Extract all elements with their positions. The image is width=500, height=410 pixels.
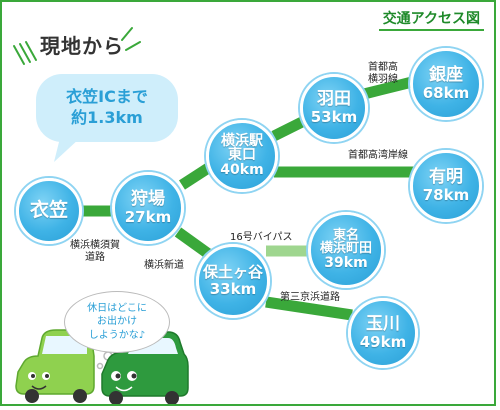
node-distance: 78km (422, 185, 470, 204)
node-distance: 33km (209, 279, 257, 298)
route-label-line: 横羽線 (368, 74, 398, 85)
route-label-line: 首都高 (368, 62, 398, 73)
route-label-line: 横浜横須賀 (70, 240, 120, 251)
origin-bubble: 衣笠ICまで 約1.3km (36, 74, 178, 142)
origin-bubble-line: 衣笠ICまで (66, 87, 148, 107)
node-distance: 68km (422, 83, 470, 102)
node-tamagawa: 玉川 49km (348, 298, 418, 368)
road-shinto (174, 227, 214, 260)
node-hodogaya: 保土ヶ谷 33km (196, 244, 270, 318)
thought-bubble: 休日はどこに お出かけ しようかな♪ (64, 291, 170, 353)
node-ginza: 銀座 68km (410, 48, 482, 120)
accent-line (13, 45, 25, 65)
node-ariake: 有明 78km (410, 150, 482, 222)
route-lines (13, 27, 416, 404)
accent-line (121, 27, 133, 41)
node-name: 保土ヶ谷 (202, 262, 263, 281)
node-name: 東口 (228, 147, 256, 164)
route-label-line: 道路 (85, 252, 105, 263)
thought-line: しようかな♪ (88, 329, 146, 341)
node-kariba: 狩場 27km (112, 172, 184, 244)
thought-line: 休日はどこに (87, 302, 147, 314)
node-name: 有明 (429, 166, 463, 187)
route-label-yokohama-yokosuka: 横浜横須賀 道路 (70, 240, 120, 264)
node-name: 羽田 (317, 88, 351, 109)
node-name: 銀座 (429, 64, 463, 85)
road-shuto-haneda (362, 76, 414, 100)
accent-line (25, 41, 37, 61)
node-name: 横浜町田 (319, 241, 372, 257)
node-name: 狩場 (131, 188, 165, 209)
thought-line: お出かけ (97, 316, 137, 328)
diagram-title: 交通アクセス図 (378, 8, 484, 31)
bubble-tail (54, 138, 80, 162)
node-name: 横浜駅 (221, 132, 263, 149)
node-tomei-yokohama-machida: 東名 横浜町田 39km (308, 212, 384, 288)
node-haneda: 羽田 53km (300, 74, 368, 142)
route-label-shuto-wangan: 首都高湾岸線 (348, 150, 408, 161)
route-label-bypass16: 16号バイパス (230, 232, 293, 243)
node-name: 衣笠 (29, 199, 68, 222)
accent-line (19, 43, 31, 63)
node-name: 東名 (332, 227, 359, 243)
node-yokohama-east: 横浜駅 東口 40km (206, 120, 278, 192)
car-dark-green (101, 331, 189, 404)
origin-heading: 現地から (40, 34, 124, 58)
route-label-shuto-yokohane: 首都高 横羽線 (368, 62, 398, 86)
node-kinugasa: 衣笠 (16, 178, 82, 244)
road-daisan-keihin (265, 296, 353, 321)
node-distance: 27km (124, 207, 172, 226)
thought-dot (96, 362, 104, 370)
accent-line (125, 41, 141, 51)
car-light-green (15, 329, 95, 403)
node-distance: 39km (324, 254, 368, 271)
node-name: 玉川 (366, 313, 400, 334)
origin-bubble-line: 約1.3km (71, 108, 143, 127)
route-label-yokohama-shinto: 横浜新道 (144, 260, 184, 271)
node-distance: 53km (310, 107, 358, 126)
node-distance: 40km (220, 161, 264, 178)
route-label-daisan-keihin: 第三京浜道路 (280, 292, 340, 303)
node-distance: 49km (359, 332, 407, 351)
